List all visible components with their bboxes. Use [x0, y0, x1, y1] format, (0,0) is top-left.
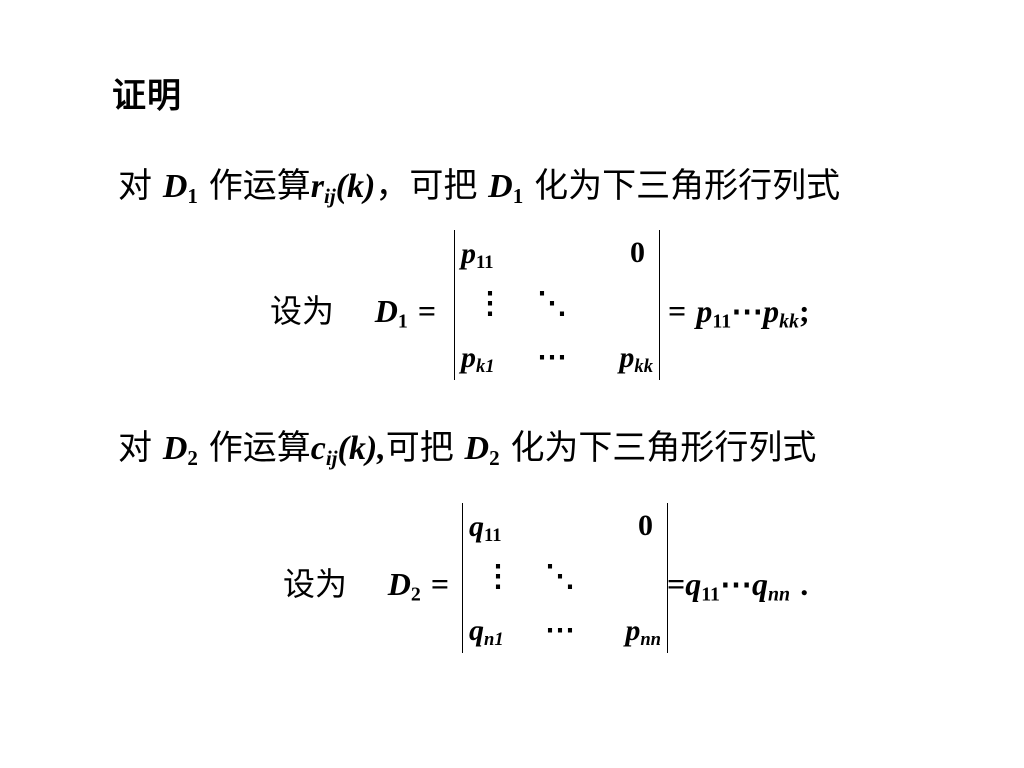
- equation-d2-lhs: 设为 D2 =: [283, 559, 449, 605]
- rhs-first-factor-subscript: 11: [712, 310, 732, 333]
- symbol-r: r: [310, 168, 324, 205]
- horizontal-dots: ⋯: [545, 614, 575, 647]
- cell-top-right: 0: [630, 236, 645, 269]
- symbol-c-argument: (k),: [337, 430, 386, 467]
- rhs-first-factor-subscript: 11: [701, 583, 720, 606]
- statement-line-1: 对 D1 作运算rij(k)，可把 D1 化为下三角形行列式: [118, 166, 840, 207]
- text-apply-operation: 作运算: [208, 428, 311, 468]
- vertical-dots: ⋮: [475, 287, 505, 320]
- equals-sign: =: [417, 293, 437, 329]
- cell-top-left: p11: [461, 237, 494, 274]
- diagonal-dots: ⋱: [537, 287, 567, 320]
- vertical-dots: ⋮: [483, 560, 513, 593]
- rhs-last-factor: p: [763, 293, 780, 329]
- symbol-r-argument: (k): [335, 168, 376, 205]
- rhs-last-factor: q: [751, 566, 768, 602]
- equation-d1-rhs: = p11⋯pkk;: [668, 292, 810, 333]
- equation-d2: 设为 D2 = q11 0 ⋮ ⋱ qn1 ⋯ pnn =q11⋯qnn .: [283, 503, 983, 653]
- cell-top-right: 0: [638, 509, 653, 542]
- text-dui: 对: [118, 428, 152, 468]
- equation-d1-lhs: 设为 D1 =: [270, 286, 436, 332]
- text-can-transform: 可把: [385, 428, 454, 468]
- symbol-d1-subscript: 1: [187, 183, 198, 208]
- rhs-equals-sign: =: [668, 293, 687, 329]
- determinant-d2: q11 0 ⋮ ⋱ qn1 ⋯ pnn: [462, 503, 668, 653]
- cell-bottom-left: pk1: [461, 341, 495, 378]
- rhs-last-factor-subscript: kk: [779, 310, 799, 333]
- symbol-d-subscript: 1: [397, 310, 408, 333]
- symbol-d: D: [387, 566, 411, 602]
- rhs-dots: ⋯: [719, 566, 752, 602]
- text-lower-triangular: 化为下三角形行列式: [534, 166, 841, 206]
- proof-title: 证明: [112, 76, 182, 116]
- diagonal-dots: ⋱: [545, 560, 575, 593]
- symbol-d2-second: D: [464, 430, 490, 467]
- symbol-d: D: [374, 293, 398, 329]
- text-let: 设为: [283, 565, 348, 603]
- text-dui: 对: [118, 166, 152, 206]
- cell-bottom-left: qn1: [469, 614, 504, 651]
- symbol-d-subscript: 2: [410, 583, 421, 606]
- text-apply-operation: 作运算: [208, 166, 311, 206]
- cell-top-left: q11: [469, 510, 502, 547]
- symbol-d1-second-subscript: 1: [512, 183, 524, 208]
- rhs-first-factor: p: [696, 293, 713, 329]
- text-lower-triangular: 化为下三角形行列式: [510, 428, 817, 468]
- symbol-d2: D: [162, 430, 188, 467]
- equals-sign: =: [430, 566, 450, 602]
- equation-d2-rhs: =q11⋯qnn .: [667, 565, 809, 606]
- symbol-d2-second-subscript: 2: [489, 445, 500, 470]
- text-can-transform: ，可把: [375, 166, 478, 206]
- symbol-r-subscript: ij: [323, 183, 336, 208]
- symbol-d1-second: D: [488, 168, 513, 205]
- rhs-equals-sign: =: [667, 566, 686, 602]
- rhs-terminator: .: [800, 566, 809, 602]
- text-let: 设为: [270, 292, 335, 330]
- rhs-terminator: ;: [798, 293, 810, 329]
- symbol-c-subscript: ij: [325, 445, 338, 470]
- symbol-d1: D: [162, 168, 188, 205]
- rhs-last-factor-subscript: nn: [767, 583, 791, 606]
- horizontal-dots: ⋯: [537, 341, 567, 374]
- statement-line-2: 对 D2 作运算cij(k),可把 D2 化为下三角形行列式: [118, 428, 816, 469]
- symbol-c: c: [310, 430, 326, 467]
- rhs-dots: ⋯: [731, 293, 764, 329]
- symbol-d2-subscript: 2: [187, 445, 198, 470]
- cell-bottom-right: pkk: [619, 341, 653, 378]
- determinant-d1: p11 0 ⋮ ⋱ pk1 ⋯ pkk: [454, 230, 660, 380]
- equation-d1: 设为 D1 = p11 0 ⋮ ⋱ pk1 ⋯ pkk = p11⋯pkk;: [270, 230, 970, 380]
- cell-bottom-right: pnn: [625, 614, 661, 651]
- rhs-first-factor: q: [685, 566, 702, 602]
